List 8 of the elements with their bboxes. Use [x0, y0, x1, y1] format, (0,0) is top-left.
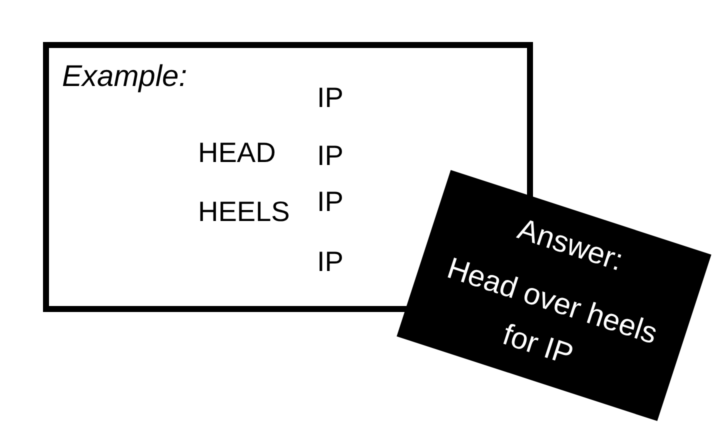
answer-heading: Answer: — [513, 210, 628, 277]
puzzle-word: IP — [317, 142, 344, 170]
puzzle-word: HEELS — [198, 198, 290, 226]
puzzle-word: IP — [317, 188, 344, 216]
puzzle-word: IP — [317, 248, 344, 276]
example-heading: Example: — [62, 62, 188, 92]
puzzle-word: HEAD — [198, 139, 276, 167]
puzzle-word: IP — [317, 84, 344, 112]
